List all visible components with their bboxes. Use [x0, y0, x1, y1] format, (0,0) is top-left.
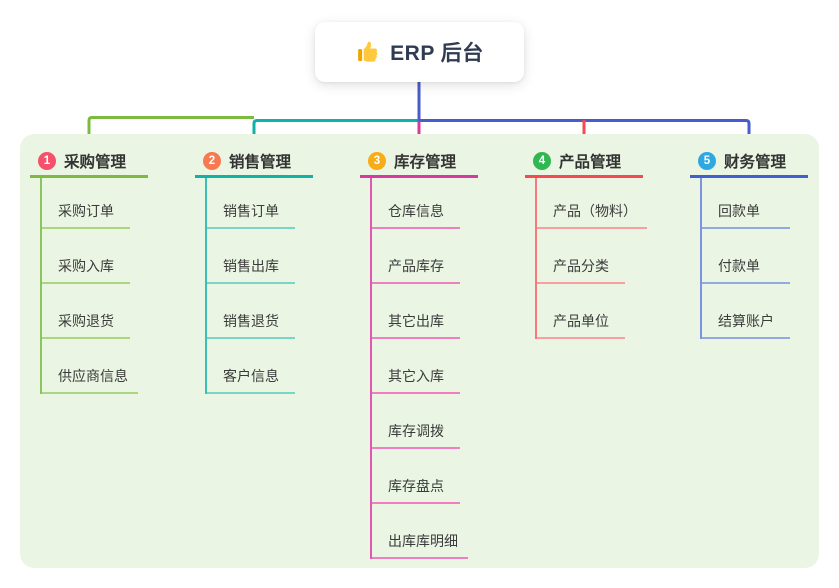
branch-item[interactable]: 销售出库: [207, 229, 295, 284]
branch-item[interactable]: 销售订单: [207, 178, 295, 229]
root-title: ERP 后台: [390, 42, 484, 65]
branch-header[interactable]: 3 库存管理: [360, 147, 478, 178]
branch-items: 采购订单采购入库采购退货供应商信息: [40, 178, 138, 394]
branch-items: 产品（物料）产品分类产品单位: [535, 178, 647, 339]
branch-item[interactable]: 库存调拨: [372, 394, 460, 449]
branch-header[interactable]: 1 采购管理: [30, 147, 148, 178]
branch-header[interactable]: 2 销售管理: [195, 147, 313, 178]
branch-item[interactable]: 回款单: [702, 178, 790, 229]
branch-title: 库存管理: [394, 154, 457, 171]
branch-number-badge: 2: [203, 152, 221, 170]
branch-item[interactable]: 采购入库: [42, 229, 130, 284]
root-node[interactable]: ERP 后台: [315, 22, 524, 82]
thumbs-up-icon: [355, 40, 380, 65]
branch-item[interactable]: 产品单位: [537, 284, 625, 339]
branch-header[interactable]: 5 财务管理: [690, 147, 808, 178]
branch-item[interactable]: 库存盘点: [372, 449, 460, 504]
branch-number-badge: 5: [698, 152, 716, 170]
branch-item[interactable]: 采购退货: [42, 284, 130, 339]
branch-item[interactable]: 产品分类: [537, 229, 625, 284]
branch-node-1: 1 采购管理 采购订单采购入库采购退货供应商信息: [30, 147, 148, 394]
branch-node-2: 2 销售管理 销售订单销售出库销售退货客户信息: [195, 147, 313, 394]
branch-number-badge: 4: [533, 152, 551, 170]
branch-item[interactable]: 其它出库: [372, 284, 460, 339]
branch-title: 采购管理: [64, 154, 127, 171]
branch-item[interactable]: 产品（物料）: [537, 178, 647, 229]
branch-title: 产品管理: [559, 154, 622, 171]
branch-item[interactable]: 产品库存: [372, 229, 460, 284]
branch-item[interactable]: 供应商信息: [42, 339, 138, 394]
branch-item[interactable]: 采购订单: [42, 178, 130, 229]
branch-item[interactable]: 结算账户: [702, 284, 790, 339]
branch-items: 销售订单销售出库销售退货客户信息: [205, 178, 295, 394]
branch-node-4: 4 产品管理 产品（物料）产品分类产品单位: [525, 147, 647, 339]
branch-node-3: 3 库存管理 仓库信息产品库存其它出库其它入库库存调拨库存盘点出库库明细: [360, 147, 478, 559]
branch-item[interactable]: 销售退货: [207, 284, 295, 339]
mindmap-panel: 1 采购管理 采购订单采购入库采购退货供应商信息 2 销售管理 销售订单销售出库…: [20, 134, 819, 568]
branch-item[interactable]: 出库库明细: [372, 504, 468, 559]
branch-title: 销售管理: [229, 154, 292, 171]
branch-item[interactable]: 其它入库: [372, 339, 460, 394]
branch-header[interactable]: 4 产品管理: [525, 147, 643, 178]
branch-number-badge: 3: [368, 152, 386, 170]
branch-items: 回款单付款单结算账户: [700, 178, 790, 339]
branch-item[interactable]: 仓库信息: [372, 178, 460, 229]
branch-title: 财务管理: [724, 154, 787, 171]
branch-item[interactable]: 付款单: [702, 229, 790, 284]
branch-node-5: 5 财务管理 回款单付款单结算账户: [690, 147, 808, 339]
branch-item[interactable]: 客户信息: [207, 339, 295, 394]
branch-items: 仓库信息产品库存其它出库其它入库库存调拨库存盘点出库库明细: [370, 178, 468, 559]
branch-number-badge: 1: [38, 152, 56, 170]
